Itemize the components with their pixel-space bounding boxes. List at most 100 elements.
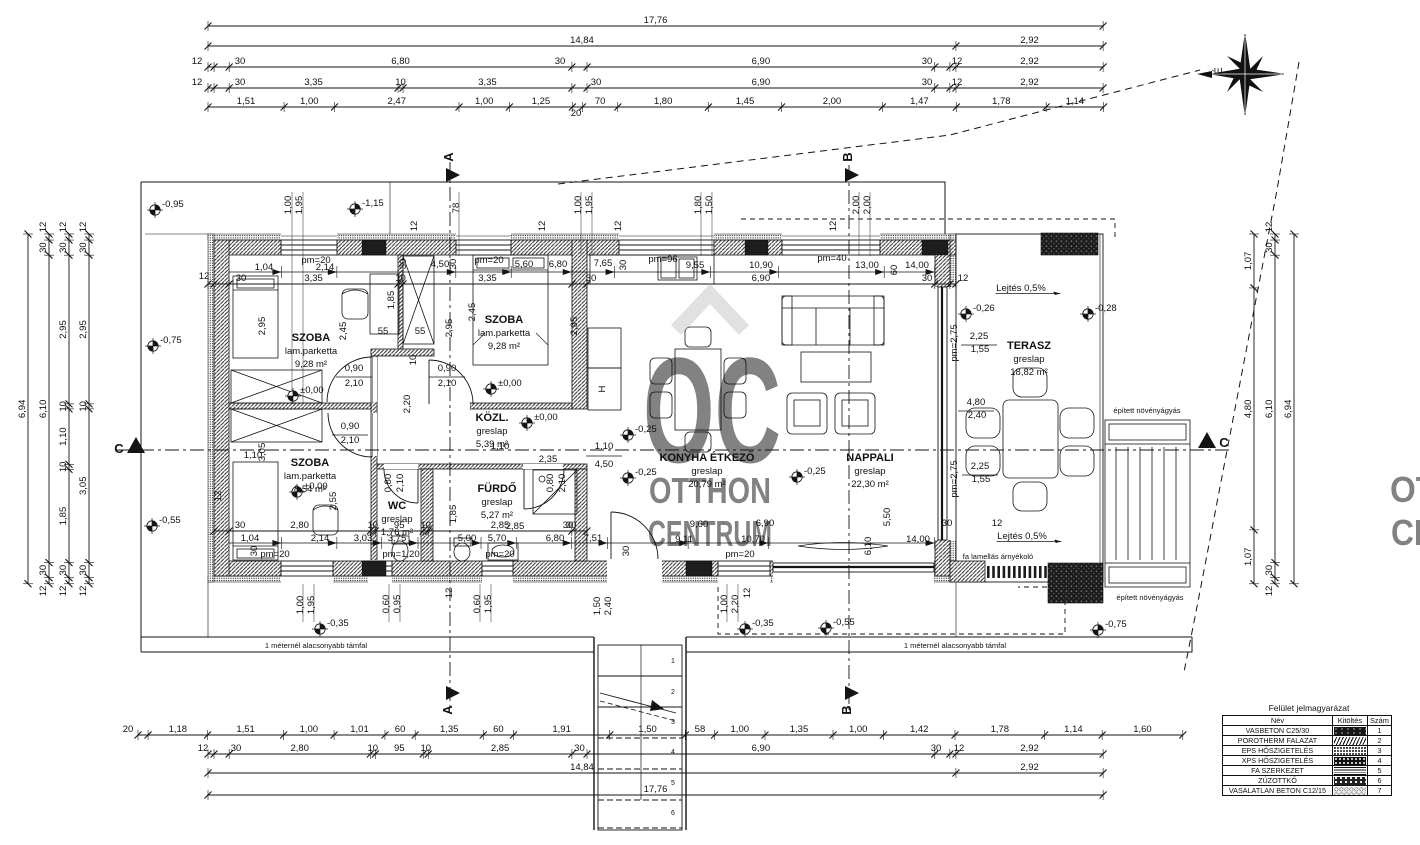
furniture — [230, 254, 1095, 562]
planter-north — [1040, 232, 1099, 256]
dim-label: 60 — [493, 724, 504, 735]
annotation: 5,70 — [488, 533, 507, 544]
annotation: 10,90 — [749, 260, 773, 271]
annotation: Lejtés 0,5% — [996, 283, 1046, 294]
dim-label: 1,07 — [1243, 548, 1254, 567]
dim-label: 12 — [952, 77, 963, 88]
dim-label: 70 — [595, 96, 606, 107]
annotation: 1,00 — [573, 196, 584, 215]
annotation: 0,90 — [438, 363, 457, 374]
annotation: 12 — [444, 588, 455, 599]
annotation: pm=20 — [260, 549, 289, 560]
dim-label: 30 — [922, 273, 933, 284]
closet-szoba2 — [402, 255, 435, 345]
annotation: 5,50 — [882, 508, 893, 527]
legend-swatch — [1331, 765, 1368, 776]
dim-label: 30 — [235, 56, 246, 67]
annotation: 2,25 — [970, 331, 989, 342]
dim-label: 1,51 — [237, 96, 256, 107]
level-value: -0,95 — [162, 199, 184, 210]
dim-label: 6,94 — [1283, 400, 1294, 419]
level-value: -0,75 — [1105, 619, 1127, 630]
dim-label: 12 — [958, 273, 969, 284]
dim-label: 6,90 — [752, 77, 771, 88]
room-name: SZOBA — [291, 457, 330, 469]
annotation: 2,14 — [316, 262, 335, 273]
chair-szoba3 — [312, 504, 339, 536]
section-marker-C-right: C — [1198, 432, 1229, 450]
level-marker: -0,25 — [789, 466, 826, 485]
annotation: 2,95 — [444, 319, 455, 338]
dim-label: 17,76 — [644, 784, 668, 795]
armchair-2 — [834, 392, 876, 435]
legend-swatch — [1331, 775, 1368, 786]
dim-label: 12 — [192, 56, 203, 67]
section-letter: B — [839, 705, 854, 714]
dim-label: 1,14 — [1066, 96, 1085, 107]
level-marker: ±0,00 — [519, 412, 558, 431]
annotation: 0,60 — [472, 595, 483, 614]
dim-label: 2,92 — [1020, 56, 1039, 67]
dim-label: 1,42 — [910, 724, 929, 735]
level-marker: ±0,00 — [285, 385, 324, 404]
annotation: 1,10 — [491, 441, 510, 452]
dim-label: 10 — [58, 401, 69, 412]
room-finish: greslap — [854, 466, 885, 477]
dim-label: 1,07 — [1243, 252, 1254, 271]
annotation: 1,04 — [255, 262, 274, 273]
legend-swatch — [1331, 755, 1368, 766]
room-name: KONYHA ÉTKEZŐ — [660, 451, 755, 464]
dim-label: 12 — [952, 56, 963, 67]
dim-chain-right-3: 6,94 — [1283, 230, 1299, 588]
dining-table — [674, 348, 722, 431]
annotation: 30 — [621, 546, 632, 557]
section-letter: A — [441, 152, 456, 162]
annotation: 2,14 — [311, 533, 330, 544]
section-letter: C — [114, 441, 124, 456]
annotation: 12 — [828, 221, 839, 232]
bed-szoba3 — [232, 461, 279, 561]
room-name: SZOBA — [292, 332, 331, 344]
coffee-table — [800, 351, 872, 383]
level-value: -0,35 — [327, 618, 349, 629]
annotation: pm=1,20 — [382, 549, 419, 560]
extension-lines — [228, 192, 871, 622]
annotation: 2,35 — [539, 454, 558, 465]
dim-label: 12 — [38, 586, 49, 597]
dim-label: 1,45 — [736, 96, 755, 107]
section-marker-A-top: A — [441, 152, 460, 182]
level-markers: -0,95-1,15-0,75-0,55-0,35-0,35-0,55-0,75… — [144, 198, 1127, 638]
section-marker-B-bottom: B — [839, 686, 859, 715]
compass-label: É — [1212, 67, 1225, 74]
dim-chain-left-1: 6,94 — [17, 230, 33, 588]
annotation: 4 — [671, 749, 675, 756]
dim-label: 30 — [236, 273, 247, 284]
dim-label: 30 — [58, 565, 69, 576]
entry-stairs — [593, 637, 687, 831]
dim-label: 12 — [192, 77, 203, 88]
dim-label: 2,47 — [387, 96, 406, 107]
dim-label: 60 — [395, 724, 406, 735]
dim-label: 3,35 — [478, 273, 497, 284]
annotation: 2,20 — [730, 595, 741, 614]
annotation: 9,11 — [675, 534, 693, 545]
wardrobe-szoba3 — [230, 408, 323, 443]
window-south-4 — [717, 560, 771, 577]
room-name: FÜRDŐ — [477, 482, 517, 495]
fraction-lines — [332, 344, 998, 476]
dim-label: 1,35 — [440, 724, 459, 735]
annotation: 9,55 — [686, 260, 705, 271]
dim-label: 3,05 — [78, 476, 89, 495]
annotation: 5 — [671, 780, 675, 787]
watermark-line1: OTTHON — [649, 470, 771, 511]
chair-szoba1 — [341, 288, 369, 320]
dim-label: 20 — [123, 724, 134, 735]
annotation: 6 — [671, 810, 675, 817]
annotation: 12 — [409, 221, 420, 232]
